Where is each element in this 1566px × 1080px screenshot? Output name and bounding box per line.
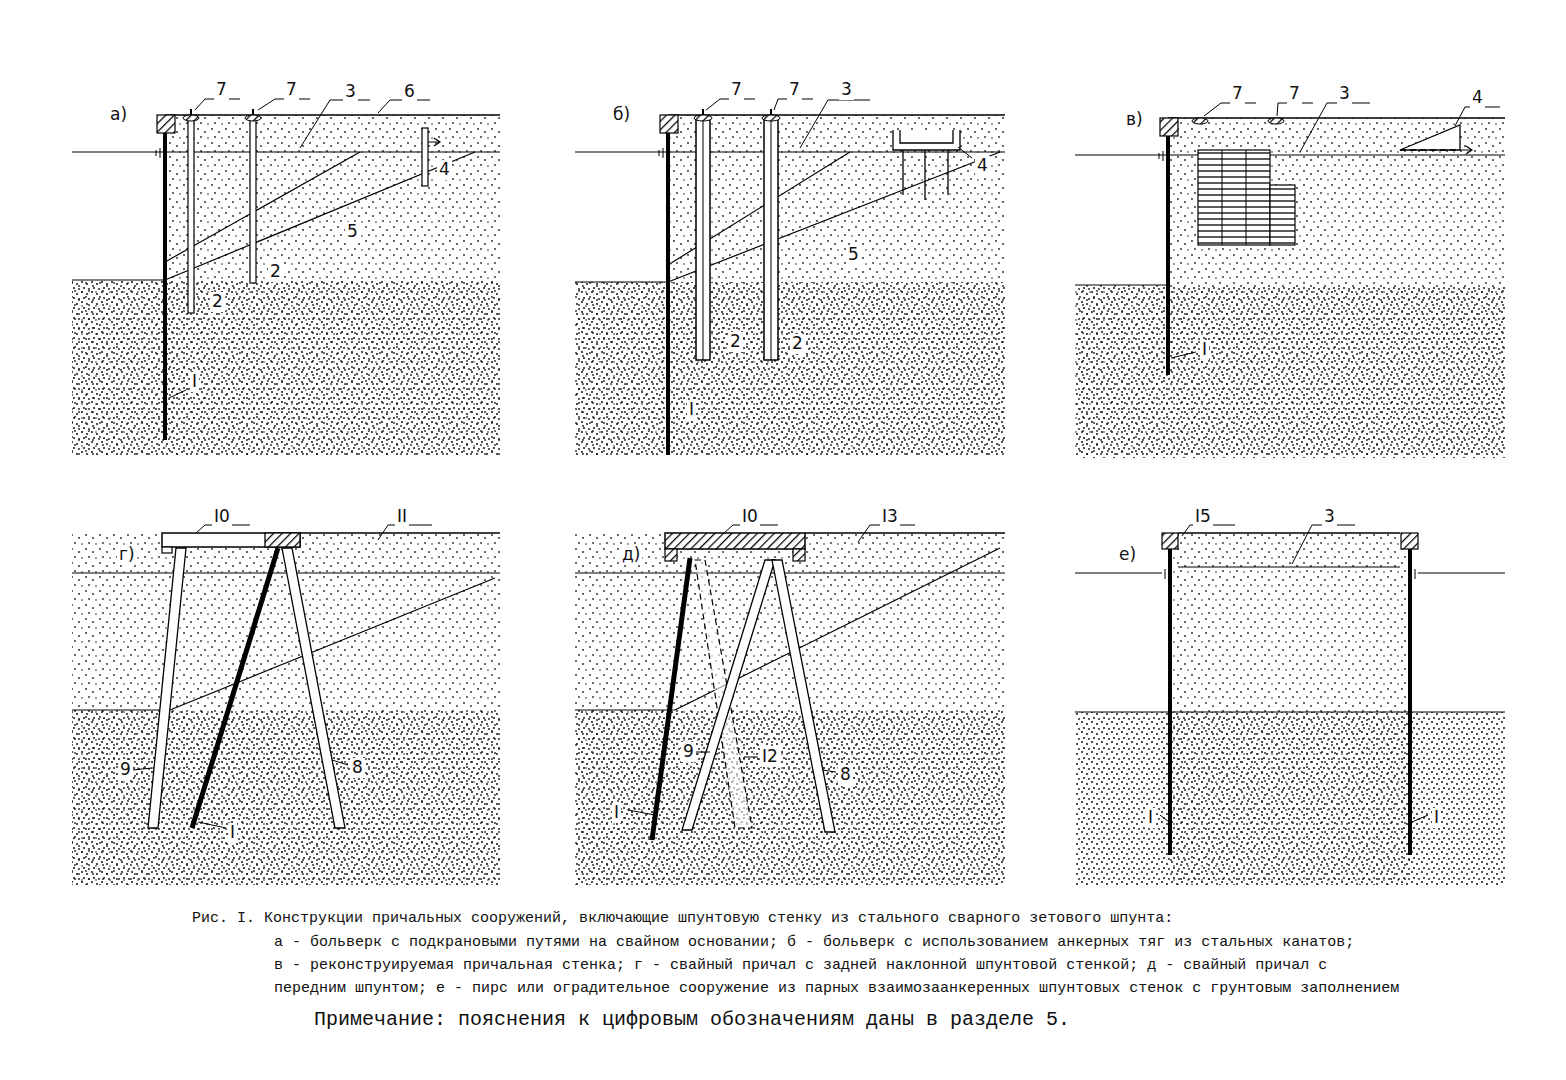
callout-number: 2 [268,262,283,282]
callout-number: I0 [740,507,760,527]
panel-v [1075,100,1505,458]
callout-number: I [687,400,696,420]
callout-number: I [1200,340,1209,360]
callout-number: 3 [1322,507,1337,527]
panel-letter: в) [1124,110,1145,130]
callout-number: 3 [839,80,854,100]
callout-number: I3 [880,507,900,527]
caption-text: передним шпунтом; е - пирс или оградител… [272,980,1401,997]
callout-number: 2 [210,292,225,312]
callout-number: 3 [343,82,358,102]
caption-text: в - реконструируемая причальная стенка; … [272,957,1329,974]
callout-number: 2 [728,332,743,352]
callout-number: 7 [787,80,802,100]
panel-d [575,525,1005,885]
panel-a [72,99,500,455]
callout-number: I [228,823,237,843]
panel-e [1075,525,1505,885]
callout-number: II [395,507,409,527]
callout-number: 4 [1470,88,1485,108]
callout-number: 9 [118,760,133,780]
callout-number: 6 [402,82,417,102]
callout-number: 4 [975,156,990,176]
callout-number: 5 [345,222,360,242]
panel-letter: е) [1117,545,1138,565]
panel-letter: б) [611,105,632,125]
callout-number: I [190,372,199,392]
callout-number: I5 [1193,507,1213,527]
callout-number: 2 [790,334,805,354]
callout-number: I0 [212,507,232,527]
panel-letter: г) [117,545,137,565]
panel-letter: д) [620,545,642,565]
callout-number: 3 [1337,84,1352,104]
callout-number: 5 [846,245,861,265]
callout-number: 9 [681,742,696,762]
callout-number: I [1146,808,1155,828]
callout-number: 8 [350,758,365,778]
figure-caption: Рис. I. Конструкции причальных сооружени… [190,910,1175,927]
callout-number: I [1432,808,1441,828]
callout-number: 7 [1287,84,1302,104]
callout-number: 4 [437,160,452,180]
callout-number: 8 [838,765,853,785]
panel-b [575,99,1005,455]
callout-number: 7 [214,80,229,100]
callout-number: I2 [760,747,780,767]
caption-text: а - больверк с подкрановыми путями на св… [272,934,1356,951]
panel-letter: а) [108,105,129,125]
callout-number: 7 [284,80,299,100]
note-text: Примечание: пояснения к цифровым обознач… [312,1008,1072,1031]
panel-g [72,525,500,885]
callout-number: I [612,803,621,823]
callout-number: 7 [729,80,744,100]
callout-number: 7 [1230,84,1245,104]
